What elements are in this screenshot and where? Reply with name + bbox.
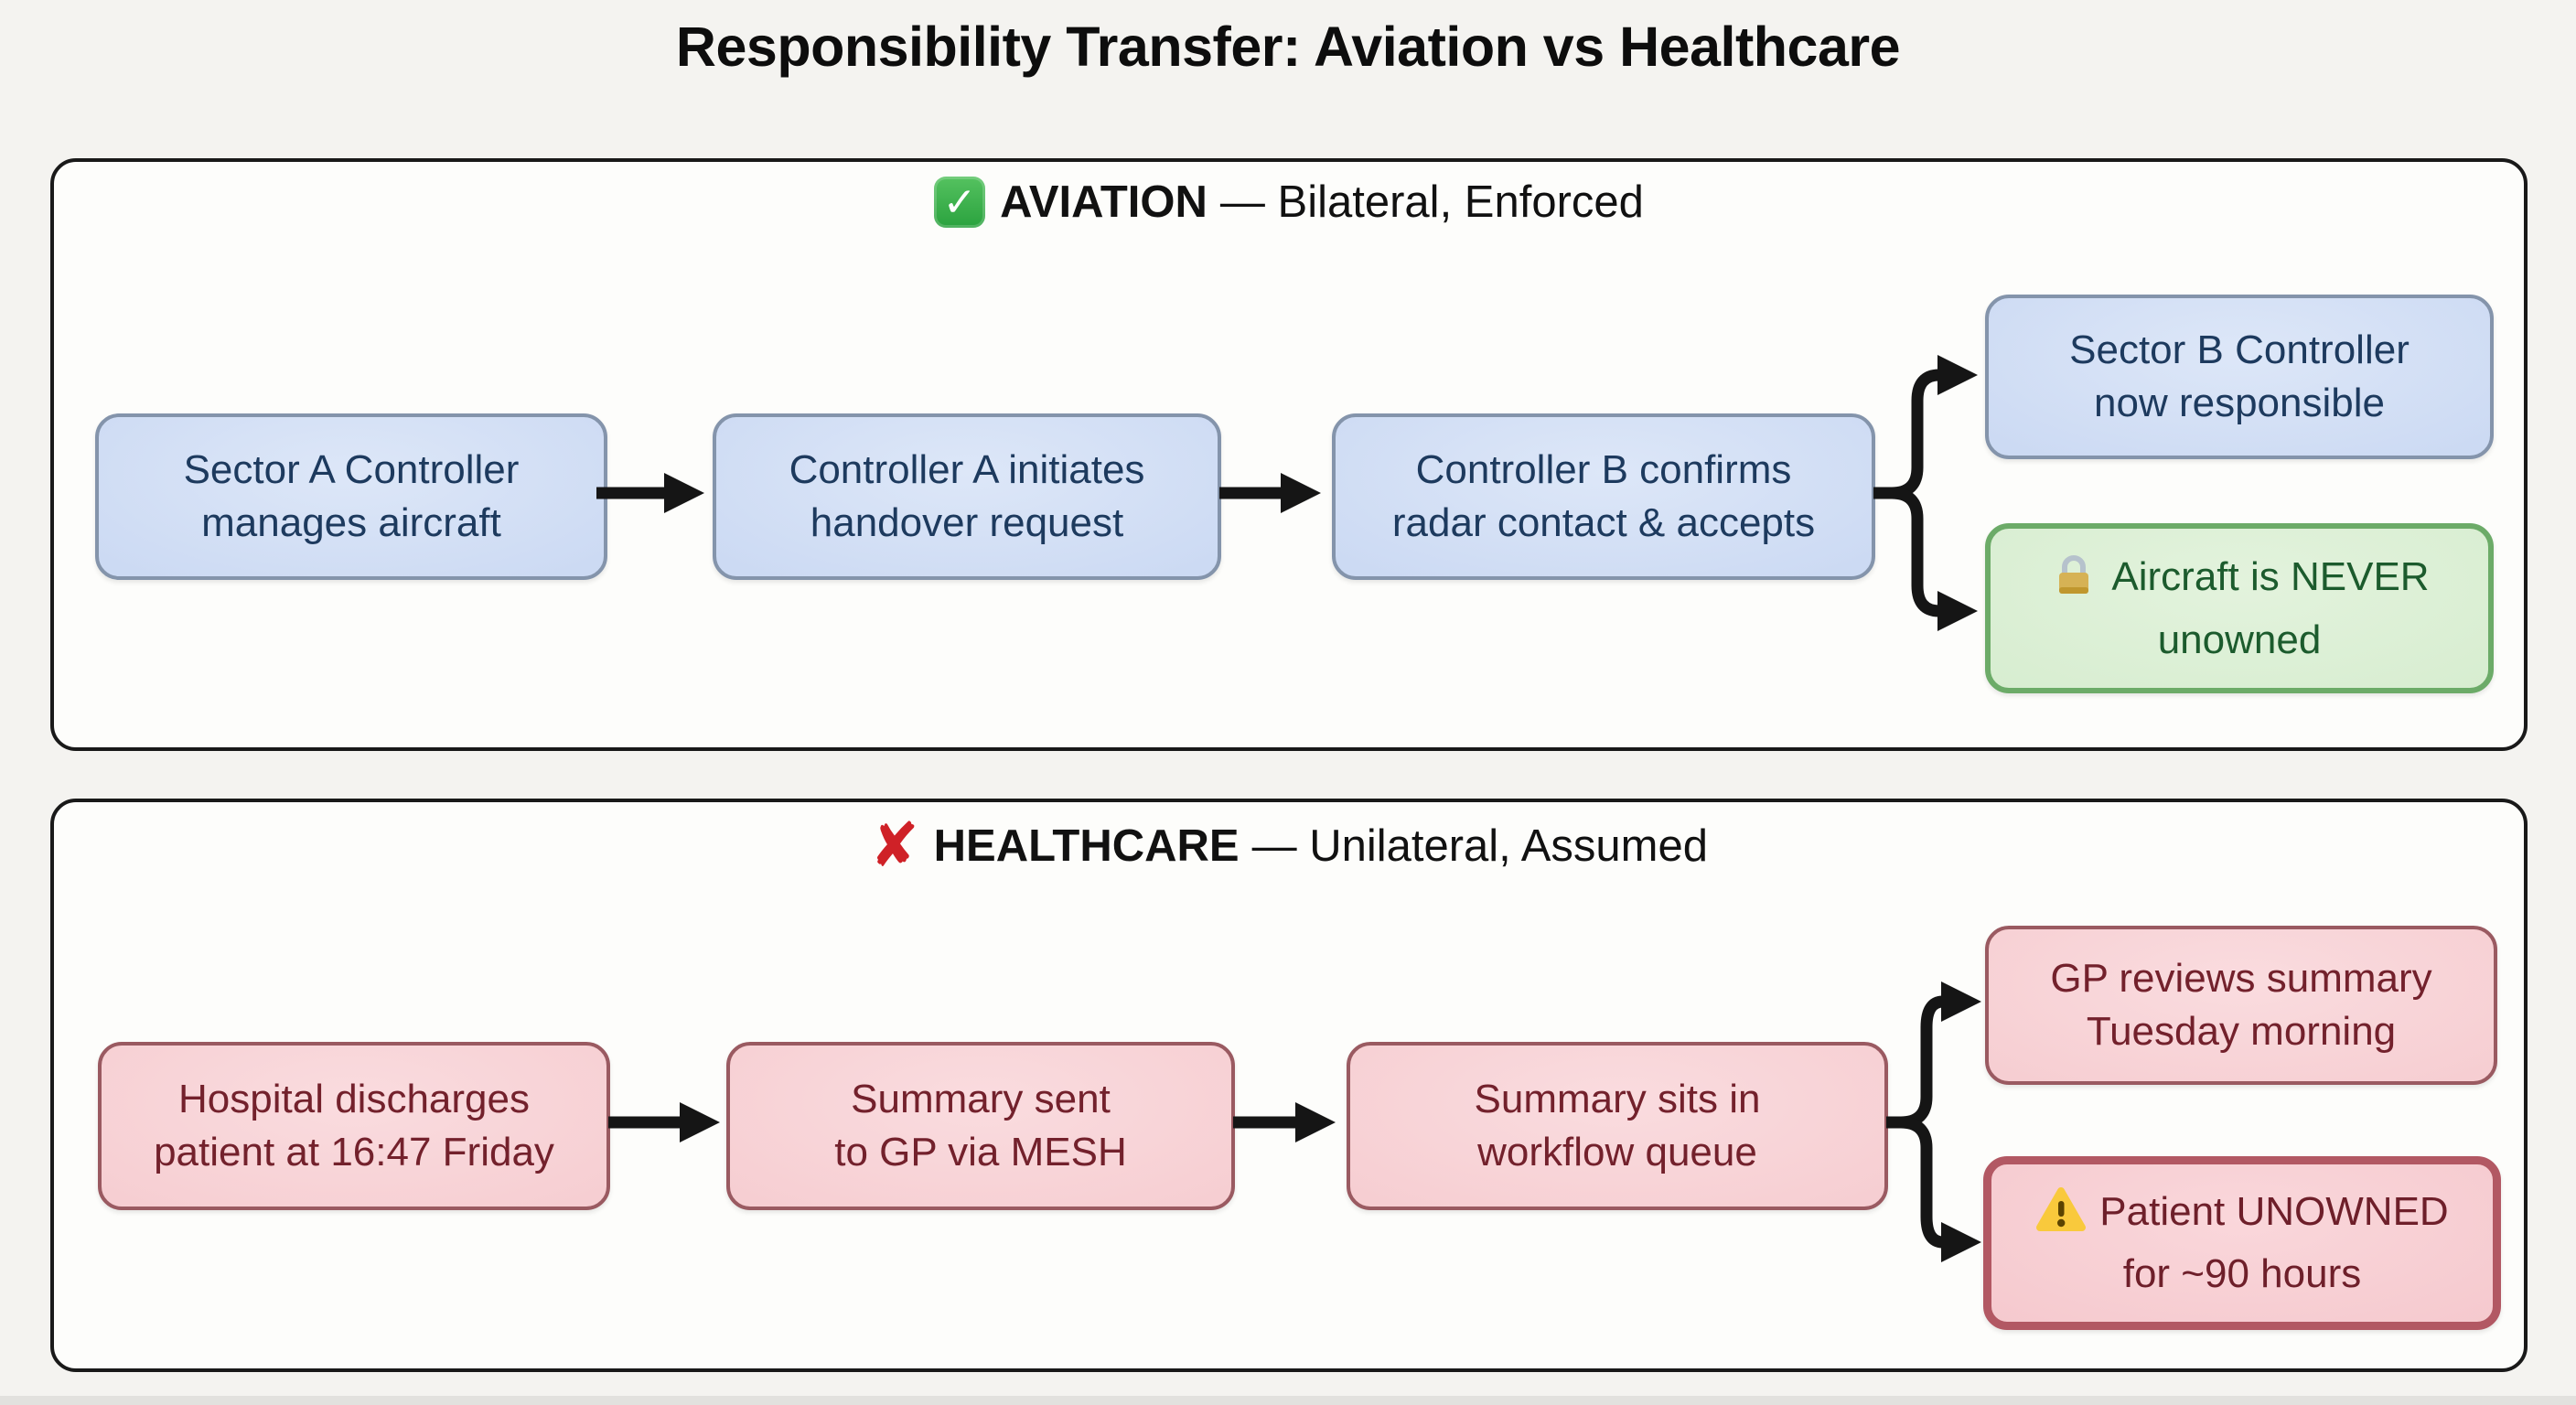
aviation-step-3-label: Controller B confirms radar contact & ac… — [1391, 446, 1816, 545]
healthcare-heading-rest: — Unilateral, Assumed — [1251, 821, 1708, 871]
healthcare-outcome-unowned-label: Patient UNOWNED for ~90 hours — [2035, 1185, 2449, 1301]
healthcare-outcome-review-label: GP reviews summary Tuesday morning — [2050, 955, 2432, 1054]
cross-icon: ✘ — [870, 810, 919, 882]
aviation-heading: ✓ AVIATION— Bilateral, Enforced — [54, 177, 2524, 228]
check-icon: ✓ — [934, 177, 986, 228]
lock-icon — [2049, 550, 2098, 613]
aviation-outcome-responsible: Sector B Controller now responsible — [1985, 295, 2494, 459]
healthcare-heading-strong: HEALTHCARE — [933, 821, 1240, 871]
aviation-outcome-responsible-label: Sector B Controller now responsible — [2069, 327, 2410, 425]
aviation-step-2-label: Controller A initiates handover request — [789, 446, 1145, 545]
healthcare-step-3: Summary sits in workflow queue — [1347, 1042, 1888, 1210]
page-title: Responsibility Transfer: Aviation vs Hea… — [675, 16, 1901, 78]
healthcare-outcome-unowned: Patient UNOWNED for ~90 hours — [1983, 1156, 2501, 1330]
healthcare-panel: ✘ HEALTHCARE— Unilateral, Assumed Hospit… — [50, 799, 2528, 1372]
aviation-step-3: Controller B confirms radar contact & ac… — [1332, 413, 1875, 580]
aviation-panel: ✓ AVIATION— Bilateral, Enforced Sector A… — [50, 158, 2528, 751]
healthcare-outcome-review: GP reviews summary Tuesday morning — [1985, 926, 2497, 1085]
healthcare-heading: ✘ HEALTHCARE— Unilateral, Assumed — [54, 810, 2524, 882]
healthcare-heading-text: HEALTHCARE— Unilateral, Assumed — [934, 820, 1708, 872]
aviation-step-1: Sector A Controller manages aircraft — [95, 413, 607, 580]
aviation-outcome-never-unowned: Aircraft is NEVER unowned — [1985, 523, 2494, 693]
bottom-strip — [0, 1396, 2576, 1405]
healthcare-step-1: Hospital discharges patient at 16:47 Fri… — [98, 1042, 610, 1210]
healthcare-step-2-label: Summary sent to GP via MESH — [834, 1076, 1127, 1174]
warning-icon — [2035, 1186, 2087, 1248]
aviation-step-2: Controller A initiates handover request — [713, 413, 1221, 580]
aviation-heading-rest: — Bilateral, Enforced — [1219, 177, 1644, 227]
aviation-outcome-never-unowned-label: Aircraft is NEVER unowned — [2049, 550, 2430, 666]
healthcare-step-3-label: Summary sits in workflow queue — [1474, 1076, 1761, 1174]
aviation-heading-text: AVIATION— Bilateral, Enforced — [1000, 177, 1644, 228]
healthcare-step-1-label: Hospital discharges patient at 16:47 Fri… — [154, 1076, 554, 1174]
aviation-step-1-label: Sector A Controller manages aircraft — [183, 446, 520, 545]
aviation-heading-strong: AVIATION — [1000, 177, 1208, 227]
healthcare-step-2: Summary sent to GP via MESH — [726, 1042, 1235, 1210]
